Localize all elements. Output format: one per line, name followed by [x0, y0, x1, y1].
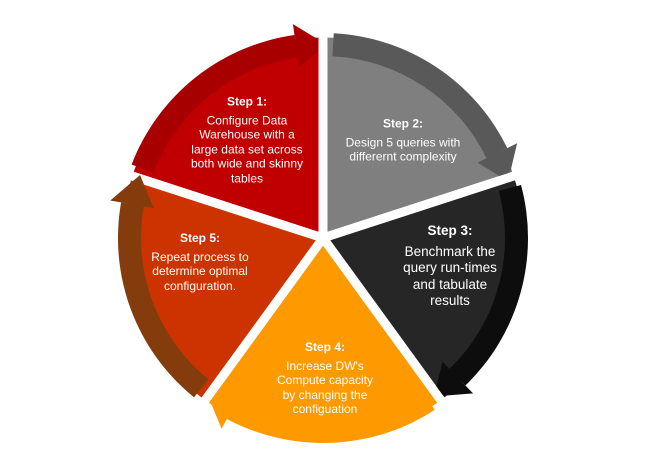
- step-1-label: Step 1: Configure Data Warehouse with a …: [191, 95, 303, 186]
- step-4-title: Step 4:: [304, 339, 346, 354]
- step-2-line: differernt complexity: [349, 149, 457, 164]
- step-3-arrow-head: [433, 361, 474, 397]
- step-2-arrow-head: [477, 143, 518, 182]
- step-5-title: Step 5:: [179, 231, 221, 245]
- step-5-arrow-head: [110, 175, 154, 209]
- step-4-arrow-band: [226, 390, 435, 443]
- step-4-line: Increase DW's: [286, 358, 364, 373]
- step-5-line: determine optimal: [152, 264, 248, 278]
- step-2-line: Design 5 queries with: [345, 134, 461, 149]
- step-3-label: Step 3: Benchmark the query run-times an…: [403, 223, 497, 310]
- step-5-line: configuration.: [163, 278, 237, 293]
- step-1-line: both wide and skinny: [190, 156, 304, 171]
- step-2-arrow-band: [332, 33, 508, 159]
- step-1-line: Warehouse with a: [199, 127, 295, 142]
- step-1-arrow-band: [131, 35, 298, 173]
- step-3-title: Step 3:: [427, 222, 473, 238]
- step-3-line: query run-times: [403, 259, 497, 275]
- step-1-title: Step 1:: [226, 94, 268, 109]
- step-5-arrow-band: [117, 202, 209, 398]
- step-4-line: by changing the: [282, 387, 368, 402]
- step-1-line: Configure Data: [206, 113, 288, 127]
- step-3-line: Benchmark the: [404, 243, 496, 259]
- step-4-arrow-head: [206, 389, 243, 429]
- step-1-line: tables: [230, 171, 264, 185]
- step-4-line: configuation: [292, 401, 358, 416]
- step-5-line: Repeat process to: [151, 249, 249, 264]
- step-3-line: and tabulate: [412, 276, 488, 292]
- step-4-label: Step 4: Increase DW's Compute capacity b…: [277, 340, 373, 417]
- step-4-line: Compute capacity: [276, 372, 374, 387]
- step-5-label: Step 5: Repeat process to determine opti…: [151, 231, 248, 293]
- step-1-line: large data set across: [191, 142, 303, 156]
- step-2-title: Step 2:: [382, 116, 424, 131]
- step-3-arrow-band: [449, 184, 529, 386]
- step-3-line: results: [430, 292, 470, 308]
- step-1-arrow-head: [292, 24, 327, 68]
- step-2-label: Step 2: Design 5 queries with differernt…: [346, 116, 461, 164]
